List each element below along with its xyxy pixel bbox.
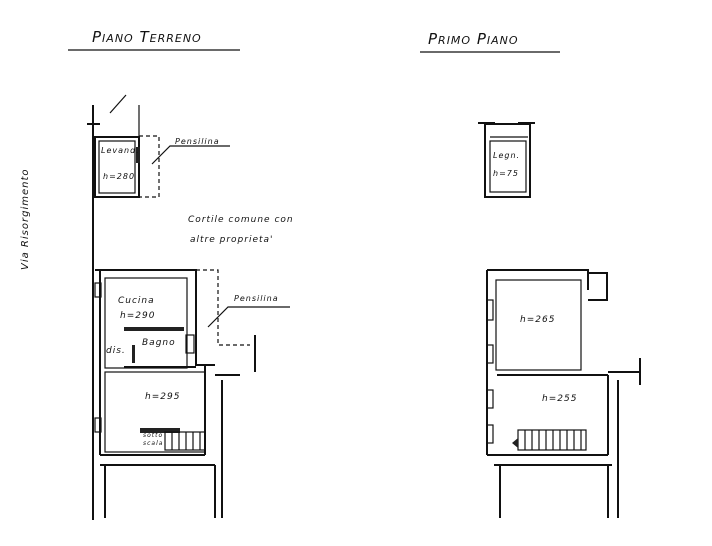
kitchen-height: h=290 [120, 311, 156, 321]
legnaia-label: Legn. [493, 151, 521, 160]
ground-floor-plan [87, 94, 290, 520]
pensilina-mid-outline [196, 269, 250, 346]
entry-arrow [109, 94, 127, 114]
courtyard-label-line1: Cortile comune con [188, 215, 294, 225]
pensilina-top-leader [151, 145, 230, 165]
kitchen-bath-wall [124, 327, 184, 331]
pensilina-top-label: Pensilina [175, 137, 220, 146]
bathroom-label: Bagno [142, 338, 176, 348]
legnaia-height: h=75 [493, 169, 519, 178]
legnaia-room [484, 123, 531, 198]
disimpegno-label: dis. [106, 346, 126, 356]
understairs-label-1: sotto [143, 432, 164, 439]
lower-room-height: h=255 [542, 394, 578, 404]
lavanderia-label: Levand. [101, 146, 140, 155]
first-floor-title: Primo Piano [428, 30, 519, 48]
street-label: Via Risorgimento [20, 168, 31, 271]
upper-room-height: h=265 [520, 315, 556, 325]
ground-floor-title: Piano Terreno [92, 28, 202, 46]
pensilina-mid-leader [207, 306, 290, 328]
ground-stairs [140, 428, 206, 451]
pensilina-top-outline [139, 135, 160, 198]
lavanderia-room [94, 136, 140, 198]
courtyard-label-line2: altre proprieta' [190, 235, 274, 245]
understairs-label-2: scala [143, 440, 164, 447]
first-exterior-wall [487, 269, 608, 301]
living-height: h=295 [145, 392, 181, 402]
lavanderia-height: h=280 [103, 172, 136, 181]
first-stairs [512, 429, 587, 451]
kitchen-label: Cucina [118, 296, 155, 306]
first-floor-plan [478, 122, 641, 518]
pensilina-mid-label: Pensilina [234, 294, 279, 303]
